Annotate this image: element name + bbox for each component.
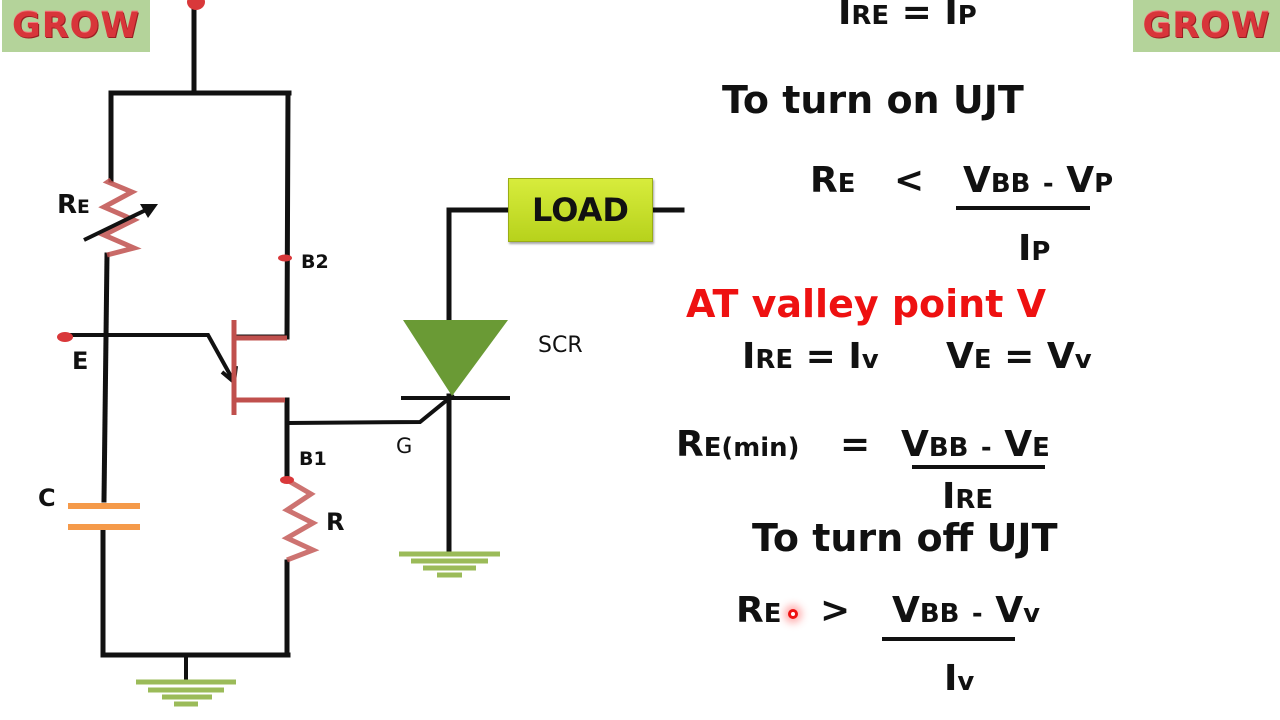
grow-badge-left-text: GROW (11, 6, 141, 46)
eq-turn-on-lhs: RE < (810, 160, 925, 201)
eq-re-min-fraction-bar (912, 465, 1045, 469)
eq-valley-voltage: VE = Vv (946, 336, 1092, 377)
label-g: G (396, 434, 413, 458)
b1-terminal-icon (280, 476, 294, 484)
label-e: E (72, 347, 89, 375)
eq-turn-on-denominator: IP (1018, 228, 1051, 269)
label-re: RE (57, 190, 90, 220)
label-r: R (326, 508, 345, 536)
load-label: LOAD (532, 191, 629, 229)
label-b1: B1 (299, 448, 327, 470)
wire-emitter (63, 333, 236, 383)
wire-b2 (284, 90, 291, 340)
grow-badge-left: GROW (2, 0, 150, 52)
heading-turn-on: To turn on UJT (722, 78, 1024, 122)
heading-valley-point: AT valley point V (686, 282, 1047, 326)
supply-terminal-icon (187, 0, 205, 10)
label-scr: SCR (538, 333, 583, 358)
eq-turn-off-lhs: RE > (736, 590, 851, 631)
eq-turn-on-fraction-bar (956, 206, 1090, 210)
wire-left-mid (101, 252, 110, 503)
label-c: C (38, 484, 56, 512)
eq-peak-current: IRE = IP (838, 0, 977, 33)
wire-gate (285, 393, 455, 426)
emitter-terminal-icon (57, 332, 73, 342)
eq-turn-off-fraction-bar (882, 637, 1015, 641)
wire-scr-top (446, 207, 511, 323)
resistor-r-icon (281, 477, 320, 563)
laser-pointer-icon (788, 609, 798, 619)
ground-left-icon (136, 679, 236, 707)
b2-terminal-icon (278, 254, 292, 262)
load-box: LOAD (508, 178, 653, 242)
variable-resistor-re-icon (98, 177, 142, 258)
scr-triangle-icon (403, 320, 508, 396)
eq-re-min-lhs: RE(min) = (676, 424, 871, 465)
ground-scr-icon (399, 551, 500, 578)
grow-badge-right-text: GROW (1142, 6, 1271, 46)
grow-badge-right: GROW (1133, 0, 1280, 52)
eq-re-min-numerator: VBB - VE (901, 424, 1050, 465)
eq-turn-on-numerator: VBB - VP (963, 160, 1114, 201)
variable-resistor-arrow-icon (83, 206, 151, 242)
eq-valley-current: IRE = Iv (742, 336, 879, 377)
eq-turn-off-denominator: Iv (944, 658, 975, 699)
eq-turn-off-numerator: VBB - Vv (892, 590, 1040, 631)
eq-re-min-denominator: IRE (942, 476, 994, 517)
label-b2: B2 (301, 251, 329, 273)
heading-turn-off: To turn off UJT (752, 516, 1058, 560)
